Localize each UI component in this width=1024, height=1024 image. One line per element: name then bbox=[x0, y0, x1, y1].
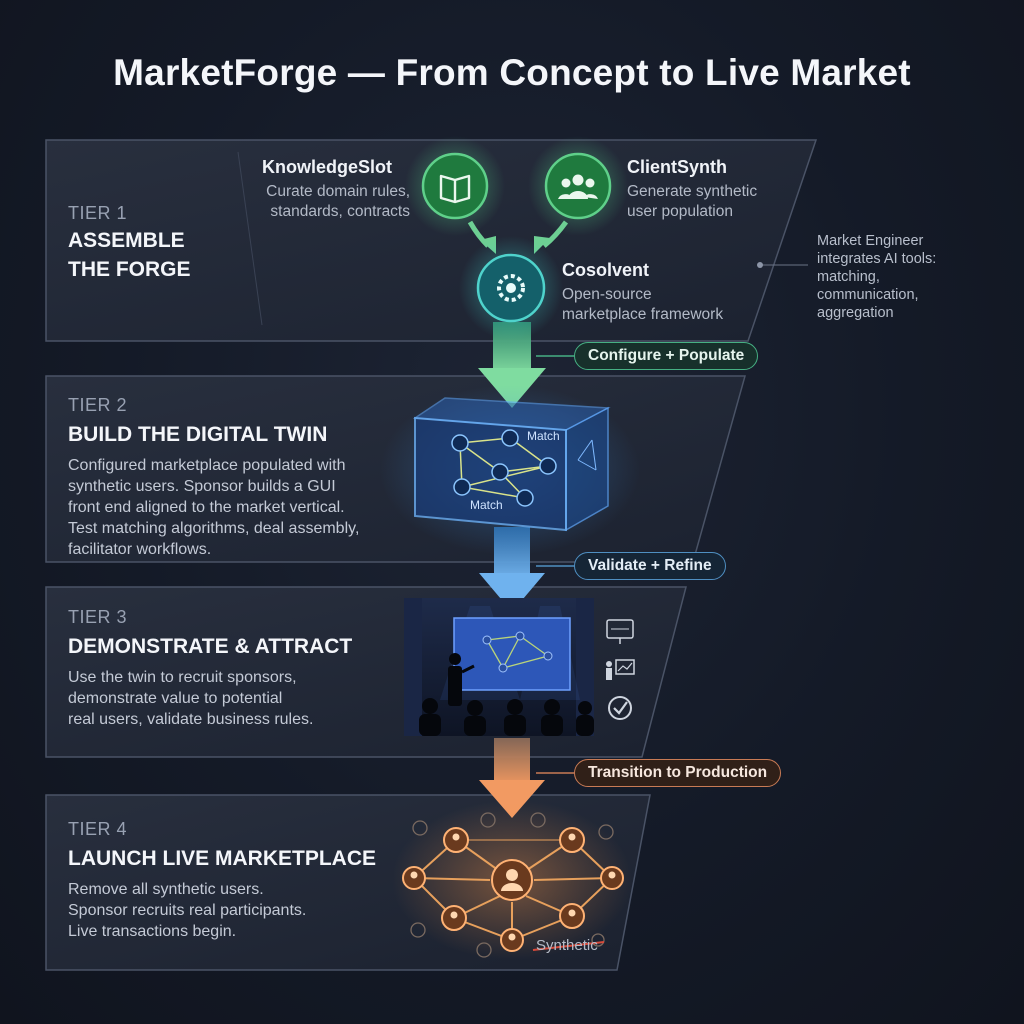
users-icon bbox=[528, 136, 628, 236]
knowledgeslot-desc: Curate domain rules, standards, contract… bbox=[266, 183, 410, 220]
tier2-title: BUILD THE DIGITAL TWIN bbox=[68, 423, 328, 446]
page-title: MarketForge — From Concept to Live Marke… bbox=[113, 52, 911, 93]
tier4-label: TIER 4 bbox=[68, 819, 128, 839]
transition-to-production-pill: Transition to Production bbox=[574, 759, 782, 787]
tier3-label: TIER 3 bbox=[68, 607, 128, 627]
tier3-title: DEMONSTRATE & ATTRACT bbox=[68, 635, 353, 658]
clientsynth-desc: Generate synthetic user population bbox=[627, 183, 758, 220]
twin-match-label: Match bbox=[470, 498, 503, 512]
tier2-label: TIER 2 bbox=[68, 395, 128, 415]
presentation-board-icon bbox=[606, 619, 634, 644]
validate-refine-pill: Validate + Refine bbox=[574, 552, 726, 580]
gear-icon bbox=[459, 236, 563, 340]
twin-match-label: Match bbox=[527, 429, 560, 443]
book-icon bbox=[405, 136, 505, 236]
presentation-stage-illustration bbox=[404, 598, 594, 736]
tier4-title: LAUNCH LIVE MARKETPLACE bbox=[68, 847, 376, 870]
clientsynth-name: ClientSynth bbox=[627, 157, 728, 177]
cosolvent-desc: Open-source marketplace framework bbox=[562, 286, 724, 323]
tier2-desc: Configured marketplace populated with sy… bbox=[68, 457, 360, 558]
tier4-desc: Remove all synthetic users. Sponsor recr… bbox=[68, 881, 307, 940]
tier3-desc: Use the twin to recruit sponsors, demons… bbox=[68, 669, 314, 728]
live-marketplace-network-illustration bbox=[392, 800, 632, 960]
presenter-chart-icon bbox=[606, 659, 635, 680]
digital-twin-illustration: Match Match bbox=[380, 385, 640, 555]
configure-populate-pill: Configure + Populate bbox=[574, 342, 759, 370]
tier1-label: TIER 1 bbox=[68, 203, 128, 223]
knowledgeslot-name: KnowledgeSlot bbox=[262, 157, 392, 177]
synthetic-struck-tag: Synthetic bbox=[536, 937, 598, 954]
cosolvent-name: Cosolvent bbox=[562, 260, 650, 280]
arrow-tier3-to-tier4 bbox=[479, 738, 545, 818]
tier1-title: ASSEMBLE THE FORGE bbox=[68, 229, 191, 281]
market-engineer-note: Market Engineer integrates AI tools: mat… bbox=[817, 233, 937, 321]
check-circle-icon bbox=[608, 696, 632, 720]
